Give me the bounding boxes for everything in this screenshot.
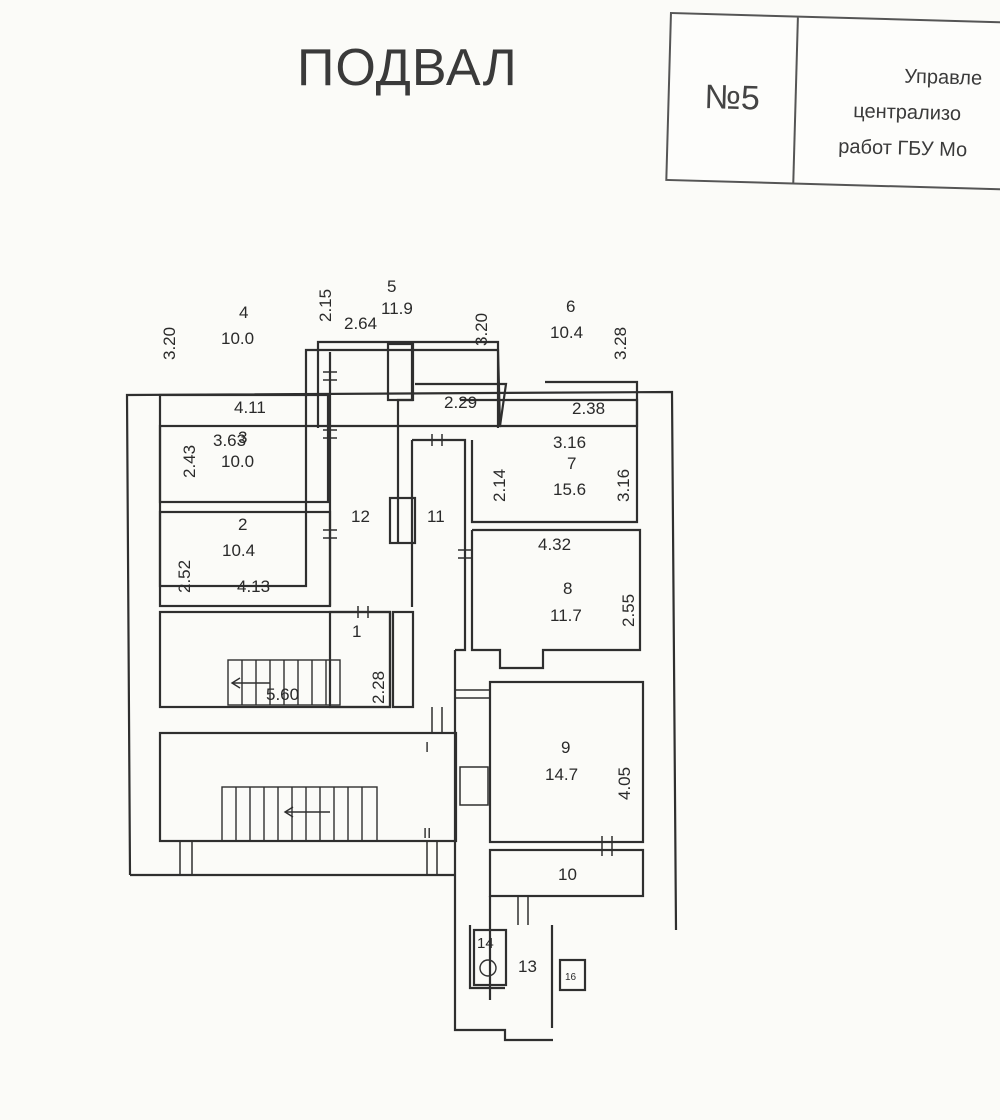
walls: [125, 340, 678, 1042]
room-number: 16: [565, 972, 577, 983]
room-number: 14: [477, 935, 494, 952]
dim-label: 3.63: [213, 431, 246, 450]
stair-arrows: [230, 677, 330, 818]
dim-label: 3.16: [553, 433, 586, 452]
dim-label: 4.05: [615, 767, 634, 800]
page-title: ПОДВАЛ: [297, 39, 518, 97]
room-number: 12: [351, 507, 370, 526]
room-number: 5: [387, 277, 396, 296]
room-number: 1: [352, 622, 361, 641]
dim-label: 3.28: [611, 327, 630, 360]
toilet-fixture: [479, 959, 497, 977]
room-area: 10.0: [221, 329, 254, 348]
room-number: 11: [427, 507, 445, 526]
dim-label: 4.13: [237, 577, 270, 596]
doors: [179, 371, 613, 925]
dim-label: 2.52: [175, 560, 194, 593]
dim-label: 3.20: [160, 327, 179, 360]
dim-label: 2.14: [490, 469, 509, 502]
room-number: 13: [518, 957, 537, 976]
room-number: 7: [567, 454, 576, 473]
stair-mark: I: [425, 739, 429, 756]
dim-label: 4.11: [234, 398, 266, 417]
dim-label: 5.60: [266, 685, 299, 704]
dim-label: 2.28: [369, 671, 388, 704]
stair-mark: II: [423, 825, 431, 842]
room-number: 10: [558, 865, 577, 884]
dim-label: 2.55: [619, 594, 638, 627]
dim-label: 4.32: [538, 535, 571, 554]
dim-label: 2.64: [344, 314, 377, 333]
dim-label: 2.43: [180, 445, 199, 478]
dim-label: 2.29: [444, 393, 477, 412]
room-area: 15.6: [553, 480, 586, 499]
dim-label: 2.15: [316, 289, 335, 322]
room-number: 8: [563, 579, 572, 598]
room-area: 11.7: [550, 606, 582, 625]
room-area: 10.0: [221, 452, 254, 471]
dim-label: 3.20: [472, 313, 491, 346]
room-area: 14.7: [545, 765, 578, 784]
room-number: 9: [561, 738, 570, 757]
room-area: 10.4: [550, 323, 583, 342]
dim-label: 2.38: [572, 399, 605, 418]
dim-label: 3.16: [614, 469, 633, 502]
stair-lower: [221, 786, 378, 842]
room-number: 4: [239, 303, 248, 322]
room-area: 11.9: [381, 299, 413, 318]
room-number: 6: [566, 297, 575, 316]
room-number: 3: [238, 428, 247, 447]
room-4-outline: [158, 424, 308, 588]
room-number: 2: [238, 515, 247, 534]
shaft: [459, 766, 489, 806]
room-labels: 3.63 4 10.0 3.20 5 11.9 2.15 2.64 3.20 3…: [160, 277, 638, 983]
room-area: 10.4: [222, 541, 255, 560]
